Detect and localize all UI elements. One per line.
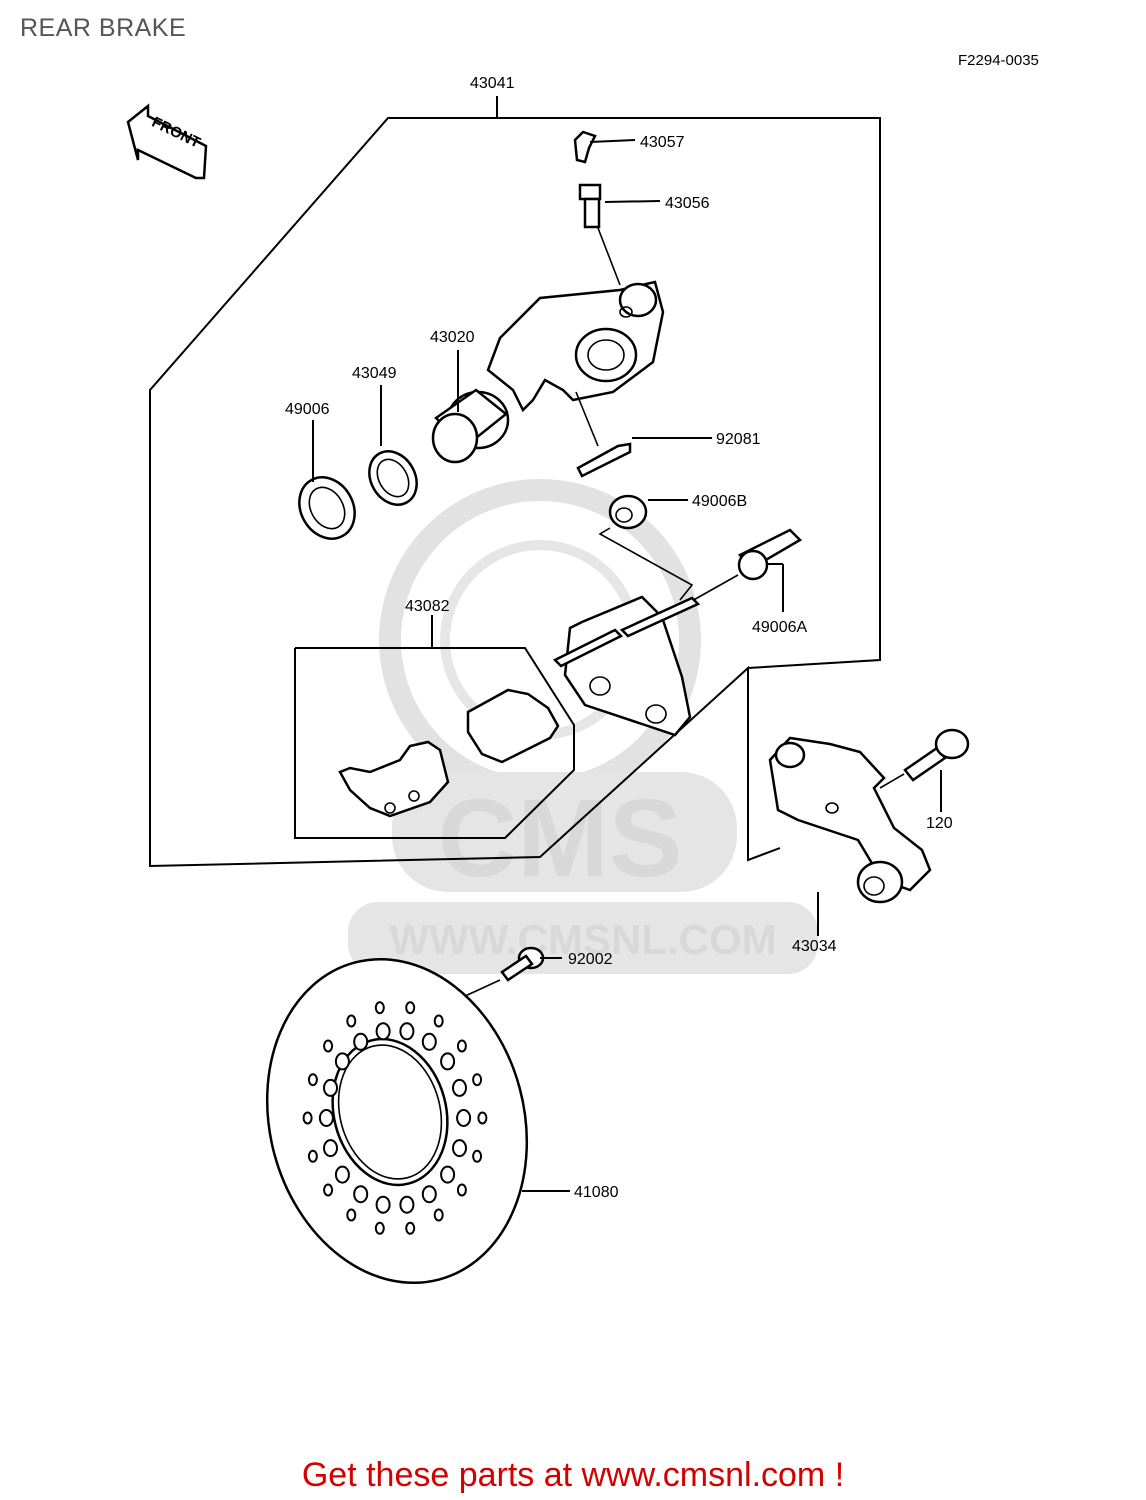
- piston-seal: [368, 385, 418, 506]
- watermark: CMS WWW.CMSNL.COM: [348, 479, 818, 974]
- label-43034: 43034: [792, 938, 837, 955]
- disc-hole: [405, 1001, 416, 1015]
- disc-hole: [307, 1149, 318, 1163]
- label-43041: 43041: [470, 75, 515, 92]
- holder-bolt: [879, 728, 970, 812]
- watermark-url: WWW.CMSNL.COM: [389, 916, 776, 963]
- disc-hole: [472, 1073, 483, 1087]
- page-title: REAR BRAKE: [20, 14, 187, 42]
- disc-hole: [374, 1221, 385, 1235]
- label-43082: 43082: [405, 598, 450, 615]
- front-arrow: FRONT: [126, 103, 208, 180]
- label-41080: 41080: [574, 1184, 619, 1201]
- label-92081: 92081: [716, 431, 761, 448]
- caliper-body: [486, 280, 665, 413]
- disc-hole: [353, 1185, 369, 1204]
- disc-hole: [307, 1073, 318, 1087]
- footer-promo-link[interactable]: Get these parts at www.cmsnl.com !: [301, 1456, 845, 1494]
- disc-hole: [346, 1014, 357, 1028]
- disc-hole: [346, 1208, 357, 1222]
- brake-disc: [265, 957, 570, 1285]
- disc-hole: [421, 1185, 437, 1204]
- disc-bolt: [449, 946, 562, 1004]
- disc-hole: [405, 1221, 416, 1235]
- label-43056: 43056: [665, 195, 710, 212]
- parts-diagram: CMS WWW.CMSNL.COM FRONT: [126, 75, 970, 1285]
- disc-hole: [456, 1039, 467, 1053]
- disc-hole: [456, 1109, 472, 1127]
- label-92002: 92002: [568, 951, 613, 968]
- disc-holes: [302, 1001, 488, 1235]
- disc-hole: [353, 1032, 369, 1051]
- bleeder-valve: [578, 183, 661, 286]
- disc-hole: [323, 1039, 334, 1053]
- disc-hole: [323, 1183, 334, 1197]
- disc-hole: [334, 1052, 350, 1071]
- disc-hole: [440, 1052, 456, 1071]
- caliper-holder: [768, 736, 932, 936]
- disc-hole: [440, 1165, 456, 1184]
- figure-code: F2294-0035: [958, 52, 1039, 69]
- disc-hole: [323, 1139, 338, 1158]
- disc-hole: [375, 1022, 391, 1041]
- disc-hole: [399, 1195, 415, 1214]
- label-49006b: 49006B: [692, 493, 747, 510]
- pad-group-outline: [294, 647, 575, 839]
- label-43020: 43020: [430, 329, 475, 346]
- disc-hole: [399, 1022, 415, 1041]
- caliper-bracket: [552, 595, 701, 737]
- disc-hole: [318, 1109, 334, 1127]
- disc-hole: [302, 1111, 313, 1125]
- disc-hole: [323, 1078, 338, 1097]
- disc-hole: [421, 1032, 437, 1051]
- disc-hole: [472, 1149, 483, 1163]
- disc-hole: [374, 1001, 385, 1015]
- disc-hole: [334, 1165, 350, 1184]
- label-49006: 49006: [285, 401, 330, 418]
- dust-boot: [298, 420, 356, 540]
- brake-pad-inner: [338, 740, 450, 818]
- disc-hole: [456, 1183, 467, 1197]
- label-43049: 43049: [352, 365, 397, 382]
- brake-pad-outer: [466, 688, 560, 764]
- label-49006a: 49006A: [752, 619, 807, 636]
- disc-hole: [433, 1208, 444, 1222]
- disc-hole: [452, 1078, 467, 1097]
- disc-hole: [375, 1195, 391, 1214]
- assembly-outline-right: [497, 117, 881, 669]
- watermark-badge: [392, 772, 737, 892]
- boot-b: [598, 494, 694, 601]
- label-43057: 43057: [640, 134, 685, 151]
- label-120: 120: [926, 815, 953, 832]
- disc-hole: [452, 1139, 467, 1158]
- disc-hole: [477, 1111, 488, 1125]
- bleeder-cap: [573, 130, 636, 164]
- piston: [431, 350, 510, 464]
- pin-a: [689, 528, 803, 612]
- watermark-url-badge: [348, 902, 818, 974]
- assembly-outline: [149, 116, 781, 868]
- disc-hole: [433, 1014, 444, 1028]
- spring-clip: [575, 391, 712, 478]
